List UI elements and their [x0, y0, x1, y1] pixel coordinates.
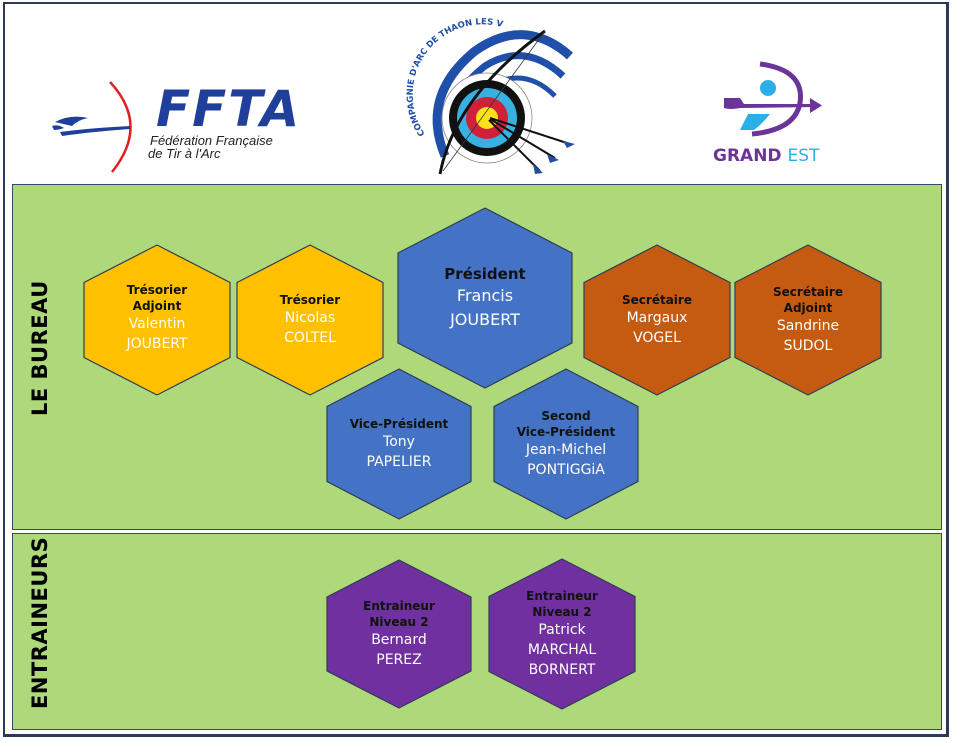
member-first-name: Valentin	[128, 316, 186, 332]
member-role: Adjoint	[783, 301, 833, 315]
member-role: Vice-Président	[516, 425, 616, 439]
hexagon-shape	[583, 244, 731, 396]
grand-est-archer-icon	[724, 61, 822, 137]
hexagon-shape	[397, 207, 573, 389]
member-role: Secrétaire	[622, 293, 692, 307]
hexagon-shape	[83, 244, 231, 396]
hexagon-shape	[326, 559, 472, 709]
member-last-name: PEREZ	[376, 652, 422, 668]
grand-est-logo: GRAND EST	[710, 58, 835, 170]
member-last-name: SUDOL	[783, 338, 833, 354]
member-last-name: COLTEL	[284, 330, 336, 346]
ffta-archer-icon	[52, 81, 132, 173]
member-first-name: Bernard	[371, 632, 427, 648]
ffta-line2: de Tir à l'Arc	[148, 146, 221, 161]
club-logo: COMPAGNIE D'ARC DE THAON LES VOSGES	[391, 0, 595, 176]
target-icon: COMPAGNIE D'ARC DE THAON LES VOSGES	[391, 0, 575, 175]
member-last-name: VOGEL	[633, 330, 681, 346]
member-role: Niveau 2	[532, 605, 592, 619]
ffta-acronym: FFTA	[156, 80, 302, 138]
member-last-name: BORNERT	[528, 662, 596, 678]
member-last-name: JOUBERT	[450, 310, 520, 329]
hexagon-shape	[493, 368, 639, 520]
ffta-logo: FFTA Fédération Française de Tir à l'Arc	[50, 80, 320, 175]
grand-est-word-grand: GRAND	[713, 146, 782, 166]
hexagon-shape	[488, 558, 636, 710]
member-role: Niveau 2	[369, 615, 429, 629]
member-first-name: Sandrine	[776, 318, 840, 334]
member-role: Vice-Président	[349, 417, 449, 431]
member-role: Entraineur	[526, 589, 598, 603]
member-role: Second	[541, 409, 591, 423]
member-first-name: Margaux	[626, 310, 688, 326]
member-first-name: Tony	[383, 434, 415, 450]
member-role: Secrétaire	[773, 285, 843, 299]
member-last-name: PONTIGGiA	[527, 462, 605, 478]
grand-est-word-est: EST	[787, 146, 820, 166]
ffta-line1: Fédération Française	[150, 133, 273, 148]
hexagon-shape	[734, 244, 882, 396]
member-role: Trésorier	[126, 283, 188, 297]
member-first-name: Jean-Michel	[525, 442, 607, 458]
member-last-name: PAPELIER	[366, 454, 432, 470]
hexagon-shape	[236, 244, 384, 396]
member-last-name: JOUBERT	[126, 336, 188, 352]
member-first-name: Patrick	[538, 622, 586, 638]
member-last-name: MARCHAL	[527, 642, 597, 658]
member-first-name: Nicolas	[284, 310, 336, 326]
member-role: Entraineur	[363, 599, 435, 613]
member-first-name: Francis	[456, 286, 514, 305]
member-role: Trésorier	[279, 293, 341, 307]
bureau-section-label: LE BUREAU	[28, 280, 52, 416]
hexagon-shape	[326, 368, 472, 520]
entraineurs-panel	[12, 533, 942, 730]
member-role: Adjoint	[132, 299, 182, 313]
entraineurs-section-label: ENTRAINEURS	[28, 536, 52, 709]
member-role: Président	[444, 265, 526, 283]
